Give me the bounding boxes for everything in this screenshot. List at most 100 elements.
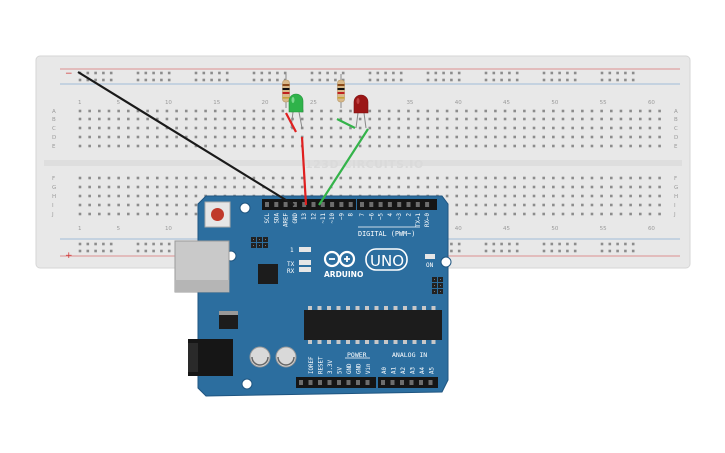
- row-letter: G: [52, 185, 56, 191]
- capacitor-1: [249, 346, 271, 368]
- atmega-chip: [304, 310, 442, 340]
- mount-hole-2: [440, 256, 452, 268]
- red-wire: [300, 136, 308, 206]
- row-letter: J: [51, 212, 54, 218]
- column-number-top: 10: [165, 100, 172, 106]
- column-number-top: 40: [455, 100, 462, 106]
- column-number-top: 50: [551, 100, 558, 106]
- green-wire-led: [336, 118, 356, 129]
- mount-hole-4: [239, 202, 251, 214]
- watermark-text: 123D CIRCUITS.IO: [305, 158, 424, 171]
- digital-pin-label: SDA: [274, 213, 280, 224]
- atmega-pins: [308, 306, 436, 344]
- wires: [77, 71, 369, 206]
- power-pin-label: 3.3V: [328, 360, 334, 374]
- model-badge: [365, 248, 408, 271]
- row-letter: D: [674, 135, 678, 141]
- row-letter: D: [52, 135, 56, 141]
- row-letter: H: [674, 194, 678, 200]
- column-number-bottom: 1: [78, 226, 82, 232]
- digital-label: DIGITAL (PWM~): [358, 230, 415, 238]
- column-number-bottom: 45: [503, 226, 510, 232]
- column-number-top: 60: [648, 100, 655, 106]
- column-number-top: 25: [310, 100, 317, 106]
- power-pin-label: 5V: [338, 367, 344, 374]
- column-number-top: 5: [117, 100, 121, 106]
- row-letter: C: [674, 126, 678, 132]
- digital-pin-label: 4: [388, 213, 394, 217]
- resistor-1: [282, 74, 290, 108]
- digital-pin-label: ~11: [321, 213, 327, 224]
- digital-pin-label: 8: [349, 213, 355, 217]
- row-letter: C: [52, 126, 56, 132]
- reset-button: [204, 201, 231, 228]
- red-wire-led: [285, 112, 297, 133]
- row-letter: G: [674, 185, 678, 191]
- column-number-bottom: 40: [455, 226, 462, 232]
- digital-pin-label: SCL: [265, 213, 271, 224]
- power-pin-label: Vin: [366, 364, 372, 374]
- mount-hole-3: [241, 378, 253, 390]
- led-tx-label: TX: [287, 261, 295, 268]
- column-number-top: 1: [78, 100, 82, 106]
- power-pin-label: RESET: [319, 356, 325, 374]
- digital-pin-label: ~5: [379, 212, 385, 219]
- icsp-header-top: [251, 237, 268, 248]
- digital-pin-label: 2: [407, 213, 413, 217]
- digital-pin-label: 13: [302, 212, 308, 219]
- column-number-top: 55: [600, 100, 607, 106]
- row-letter: B: [52, 117, 56, 123]
- digital-pin-label: 7: [360, 213, 366, 217]
- row-letter: A: [52, 109, 56, 115]
- black-wire: [77, 71, 295, 206]
- column-number-bottom: 55: [600, 226, 607, 232]
- resistor-2: [337, 74, 345, 108]
- row-letter: I: [674, 203, 676, 209]
- column-number-top: 20: [262, 100, 269, 106]
- analog-pin-label: A4: [420, 367, 426, 374]
- digital-pin-label: 12: [312, 213, 318, 220]
- column-number-bottom: 50: [551, 226, 558, 232]
- row-letter: B: [674, 117, 678, 123]
- green-led: [288, 93, 304, 129]
- logo-infinity-right: [338, 250, 356, 268]
- onboard-leds: 1 TX RX ON: [287, 247, 435, 275]
- icsp-header-right: [432, 277, 443, 294]
- led-rx-label: RX: [287, 268, 295, 275]
- row-letter: A: [674, 109, 678, 115]
- digital-pin-label: ~3: [397, 212, 403, 219]
- analog-pin-label: A3: [411, 367, 417, 374]
- digital-pin-label: ~9: [339, 212, 345, 219]
- column-number-top: 45: [503, 100, 510, 106]
- rail-minus-top: −: [65, 69, 73, 79]
- digital-pin-label: ~6: [369, 212, 375, 219]
- analog-label: ANALOG IN: [392, 351, 427, 359]
- power-label: POWER: [347, 351, 367, 359]
- column-numbers-top: 151015202530354045505560: [78, 100, 655, 106]
- column-number-top: 15: [213, 100, 220, 106]
- row-letter: H: [52, 194, 56, 200]
- digital-header: [262, 199, 437, 210]
- column-number-bottom: 10: [165, 226, 172, 232]
- row-letter: F: [674, 176, 677, 182]
- red-led: [353, 94, 369, 129]
- power-pin-label: GND: [347, 363, 353, 374]
- power-analog-header: [296, 377, 438, 388]
- power-pin-label: GND: [357, 363, 363, 374]
- column-number-bottom: 60: [648, 226, 655, 232]
- row-letter: E: [674, 144, 678, 150]
- digital-pin-label: ~10: [330, 213, 336, 224]
- column-number-bottom: 5: [117, 226, 121, 232]
- led-1-label: 1: [290, 247, 294, 254]
- row-letter: F: [52, 176, 55, 182]
- led-on-label: ON: [426, 262, 434, 269]
- digital-pin-label: AREF: [284, 212, 290, 226]
- rail-plus-bottom: +: [65, 251, 73, 261]
- row-letter: J: [673, 212, 676, 218]
- power-jack: [188, 339, 233, 376]
